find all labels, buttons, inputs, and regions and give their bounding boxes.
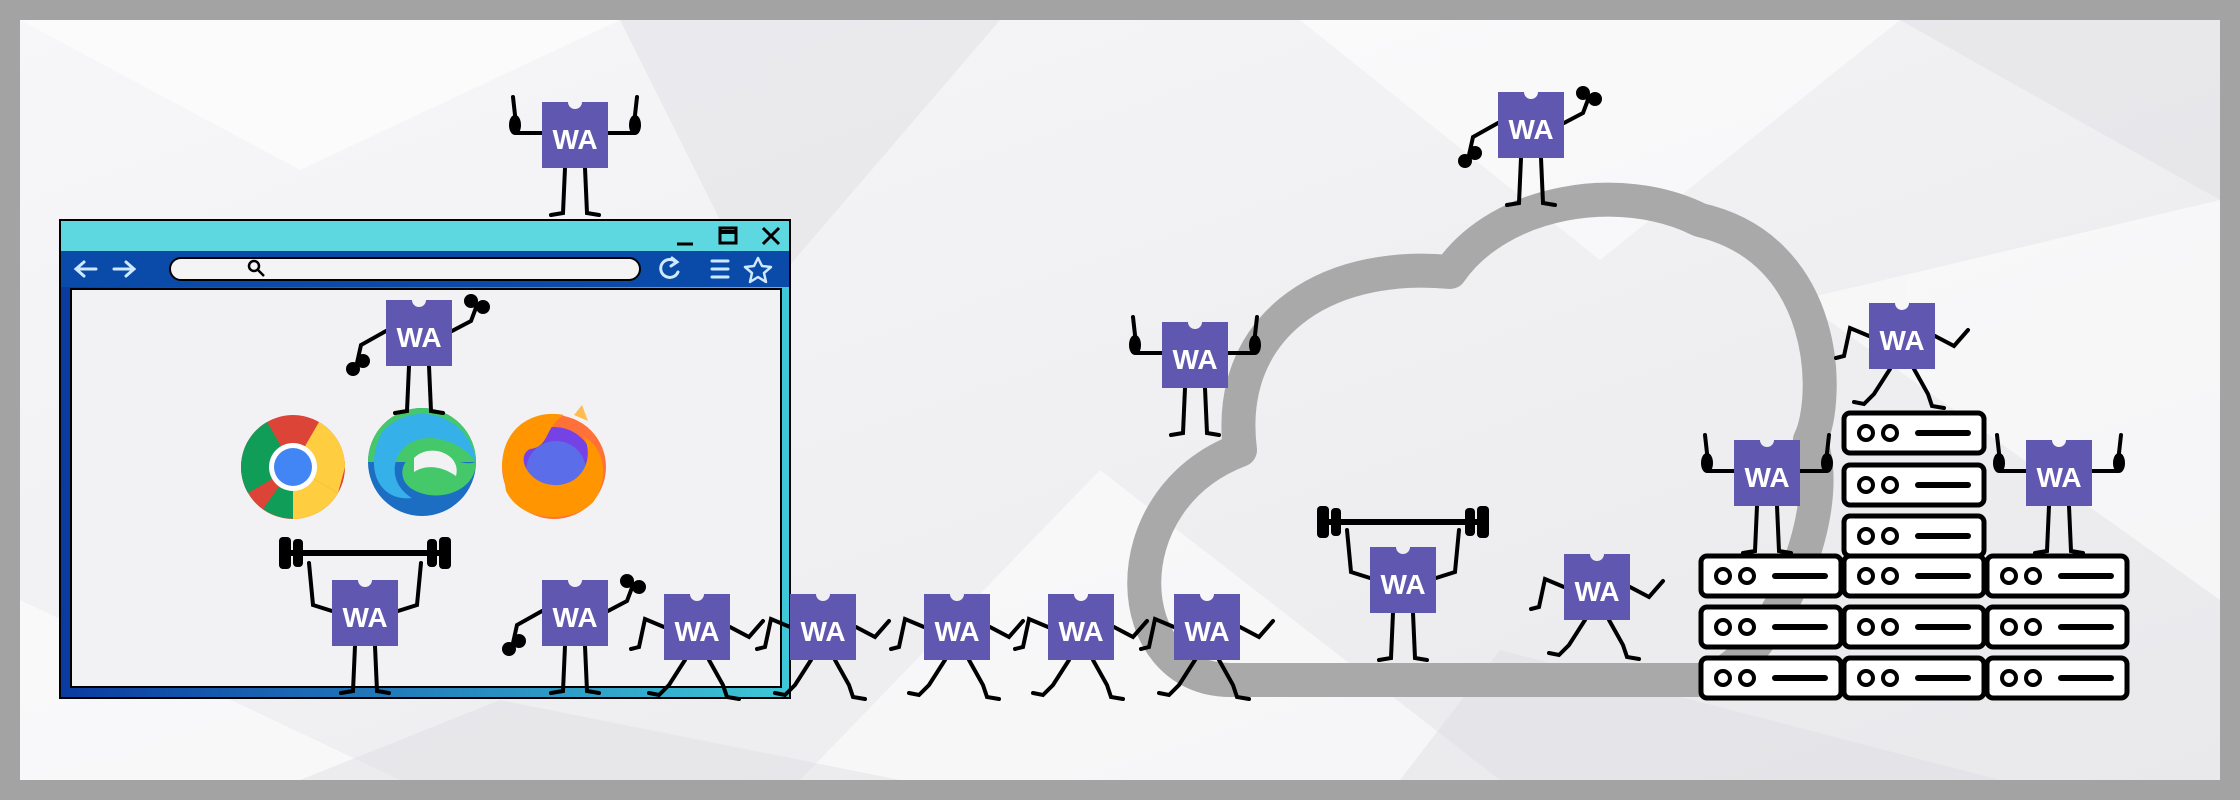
cloud-outline [1127, 182, 1837, 697]
back-arrow-icon[interactable] [73, 260, 98, 278]
edge-logo [368, 408, 476, 516]
star-icon[interactable] [743, 256, 773, 284]
forward-arrow-icon[interactable] [112, 260, 137, 278]
search-icon [247, 259, 265, 277]
server-rack-right [1987, 556, 2127, 698]
maximize-icon[interactable] [718, 226, 738, 245]
chrome-logo [241, 415, 345, 519]
browser-titlebar [61, 221, 789, 251]
address-bar[interactable] [169, 257, 641, 281]
reload-icon[interactable] [659, 256, 680, 279]
server-rack-left [1701, 556, 1841, 698]
firefox-logo [502, 405, 606, 519]
menu-icon[interactable] [710, 259, 730, 279]
close-icon[interactable] [761, 226, 781, 246]
